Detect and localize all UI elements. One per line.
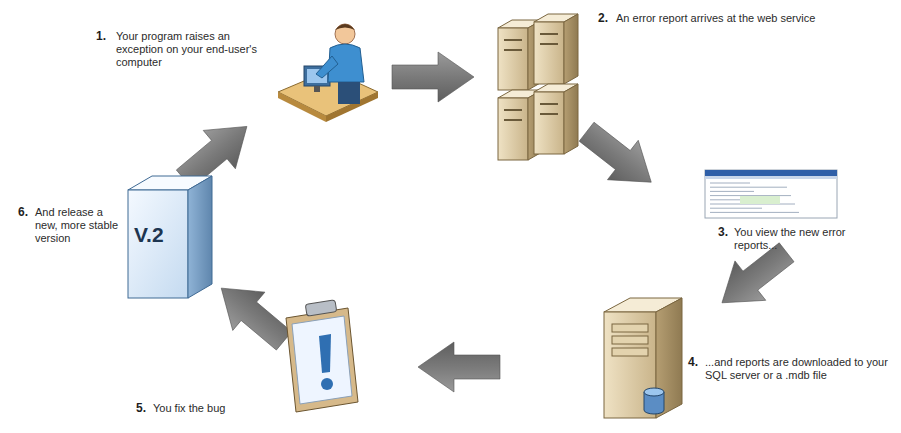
step-text: You view the new error reports... xyxy=(734,226,854,252)
flow-arrow xyxy=(392,52,474,102)
step-number: 3. xyxy=(718,226,736,239)
bug-clipboard xyxy=(286,300,358,412)
step-number: 2. xyxy=(598,12,618,25)
new-version-box xyxy=(128,176,212,298)
step-text: You fix the bug xyxy=(153,402,273,415)
step-number: 1. xyxy=(96,30,116,43)
step-text: ...and reports are downloaded to your SQ… xyxy=(705,356,890,382)
step-text: And release a new, more stable version xyxy=(35,206,123,245)
flow-arrow xyxy=(205,269,300,360)
web-service-servers xyxy=(498,14,578,160)
sql-server xyxy=(604,298,682,418)
version-label: V.2 xyxy=(134,224,184,246)
step-text: Your program raises an exception on your… xyxy=(116,30,274,69)
user-at-desk xyxy=(278,24,378,122)
report-screenshot xyxy=(705,170,837,218)
flow-arrow xyxy=(418,342,500,392)
flow-arrow xyxy=(571,112,666,202)
step-text: An error report arrives at the web servi… xyxy=(616,12,826,25)
